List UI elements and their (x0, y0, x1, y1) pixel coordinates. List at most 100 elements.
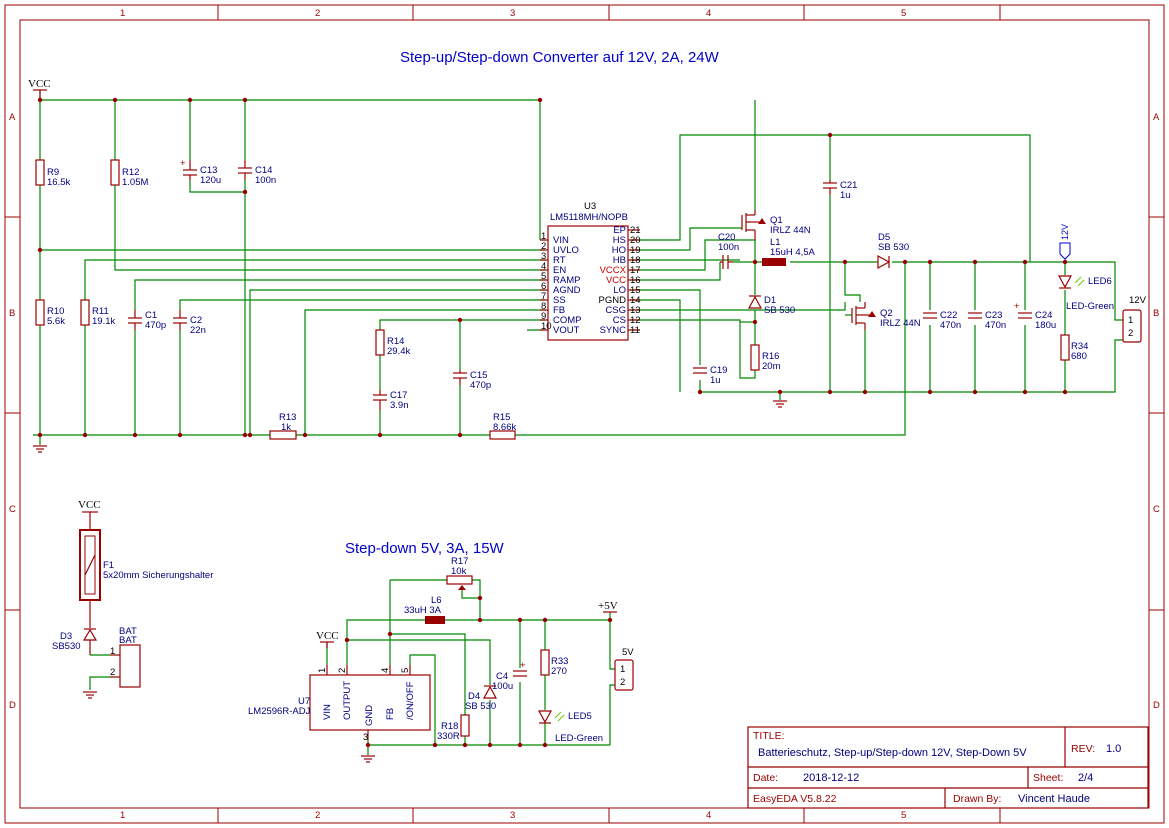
svg-text:100n: 100n (255, 175, 276, 186)
col-label-5: 5 (901, 8, 906, 19)
inductor-l6: L6 33uH 3A (404, 595, 445, 624)
svg-text:BAT: BAT (119, 635, 137, 646)
u3-pin-6-number: 6 (541, 281, 546, 292)
svg-text:LM2596R-ADJ: LM2596R-ADJ (248, 706, 311, 717)
svg-text:+: + (180, 158, 186, 169)
svg-text:16.5k: 16.5k (47, 177, 70, 188)
drawn-by-value: Vincent Haude (1018, 793, 1090, 805)
svg-text:C24: C24 (1035, 310, 1052, 321)
col-label-1-bottom: 1 (120, 810, 125, 821)
u7-pin-2-number: 2 (337, 668, 348, 673)
svg-text:C21: C21 (840, 180, 857, 191)
svg-text:C13: C13 (200, 165, 217, 176)
diode-d3: D3 SB530 (52, 600, 98, 655)
svg-text:Q2: Q2 (880, 308, 893, 319)
u3-pin-9-number: 9 (541, 311, 546, 322)
svg-text:1k: 1k (281, 422, 291, 433)
svg-text:D1: D1 (764, 295, 776, 306)
svg-text:270: 270 (551, 666, 567, 677)
u3-pin-5-name: RAMP (553, 275, 580, 286)
vcc-label-lower: VCC (316, 630, 339, 642)
svg-text:D3: D3 (60, 631, 72, 642)
capacitor-c14: C14 100n (238, 160, 276, 186)
capacitor-c23: C23 470n (968, 310, 1006, 331)
u3-pin-1-name: VIN (553, 235, 569, 246)
mosfet-q2: Q2 IRLZ 44N (845, 302, 921, 330)
col-label-3: 3 (510, 8, 515, 19)
vcc-symbol-lower: VCC (316, 630, 339, 648)
resistor-r34: R34 680 (1060, 334, 1088, 362)
u3-pin-3-name: RT (553, 255, 566, 266)
col-label-4-bottom: 4 (706, 810, 711, 821)
u3-pin-13-name: CSG (605, 305, 626, 316)
svg-text:LED-Green: LED-Green (1066, 301, 1114, 312)
svg-text:120u: 120u (200, 175, 221, 186)
svg-text:SB530: SB530 (52, 641, 81, 652)
svg-text:C2: C2 (190, 315, 202, 326)
capacitor-c21: C21 1u (823, 180, 857, 201)
connector-bat: 1 2 BAT BAT (83, 626, 141, 699)
svg-text:SB 530: SB 530 (878, 242, 909, 253)
title-label: TITLE: (753, 730, 785, 742)
u3-pin-10-name: VOUT (553, 325, 580, 336)
ground-symbol-left (33, 445, 47, 453)
rev-value: 1.0 (1106, 743, 1121, 755)
svg-text:SB 530: SB 530 (764, 305, 795, 316)
svg-text:29.4k: 29.4k (387, 346, 410, 357)
svg-text:L6: L6 (431, 595, 442, 606)
ic-u3: U3 LM5118MH/NOPB (547, 201, 629, 341)
svg-text:IRLZ 44N: IRLZ 44N (770, 225, 811, 236)
u3-pin-8-name: FB (553, 305, 565, 316)
u7-pin-4-name: FB (385, 708, 396, 720)
u7-pin-1-number: 1 (317, 668, 328, 673)
svg-text:R18: R18 (441, 721, 458, 732)
capacitor-c1: C1 470p (128, 310, 166, 331)
row-label-c: C (9, 504, 16, 515)
u3-pin-4-number: 4 (541, 261, 546, 272)
svg-text:U7: U7 (298, 696, 310, 707)
connector-12v-label: 12V (1129, 295, 1147, 306)
svg-text:1.05M: 1.05M (122, 177, 148, 188)
svg-text:BAT: BAT (119, 626, 137, 637)
svg-text:Q1: Q1 (770, 215, 783, 226)
vcc-label-top: VCC (28, 78, 51, 90)
svg-text:5x20mm Sicherungshalter: 5x20mm Sicherungshalter (103, 570, 213, 581)
svg-text:IRLZ 44N: IRLZ 44N (880, 318, 921, 329)
svg-text:8.66k: 8.66k (493, 422, 516, 433)
svg-text:C15: C15 (470, 370, 487, 381)
plus5v-symbol: +5V (598, 600, 618, 613)
u3-pin-21-name: EP (613, 225, 626, 236)
svg-text:C19: C19 (710, 365, 727, 376)
col-label-3-bottom: 3 (510, 810, 515, 821)
svg-text:R14: R14 (387, 336, 404, 347)
sheet-frame: 1 2 3 4 5 1 2 3 4 5 A B C D A B C D (4, 4, 1165, 824)
u3-pin-8-number: 8 (541, 301, 546, 312)
capacitor-c13: + C13 120u (180, 158, 221, 186)
svg-text:LED-Green: LED-Green (555, 733, 603, 744)
resistor-r16: R16 20m (750, 344, 781, 372)
diode-d4: D4 SB 530 (465, 685, 498, 712)
capacitor-c2: C2 22n (173, 310, 206, 336)
col-label-4: 4 (706, 8, 711, 19)
u3-pin-11-number: 11 (630, 325, 640, 336)
svg-text:2: 2 (620, 677, 625, 688)
u3-pin-13-number: 13 (630, 305, 641, 316)
svg-text:470p: 470p (145, 320, 166, 331)
u3-pin-15-number: 15 (630, 285, 641, 296)
svg-text:C22: C22 (940, 310, 957, 321)
u7-pin-2-name: OUTPUT (342, 681, 353, 720)
row-label-a-right: A (1153, 112, 1160, 123)
connector-5v: 1 2 5V (614, 647, 634, 691)
svg-text:C20: C20 (718, 232, 735, 243)
upper-junctions (37, 97, 1068, 438)
mosfet-q1: Q1 IRLZ 44N (741, 210, 811, 240)
svg-text:+: + (520, 660, 526, 671)
svg-text:+: + (1014, 301, 1020, 312)
u3-pin-12-name: CS (613, 315, 626, 326)
u3-pin-14-name: PGND (599, 295, 627, 306)
svg-text:C1: C1 (145, 310, 157, 321)
u3-pin-5-number: 5 (541, 271, 546, 282)
svg-text:R13: R13 (279, 412, 296, 423)
